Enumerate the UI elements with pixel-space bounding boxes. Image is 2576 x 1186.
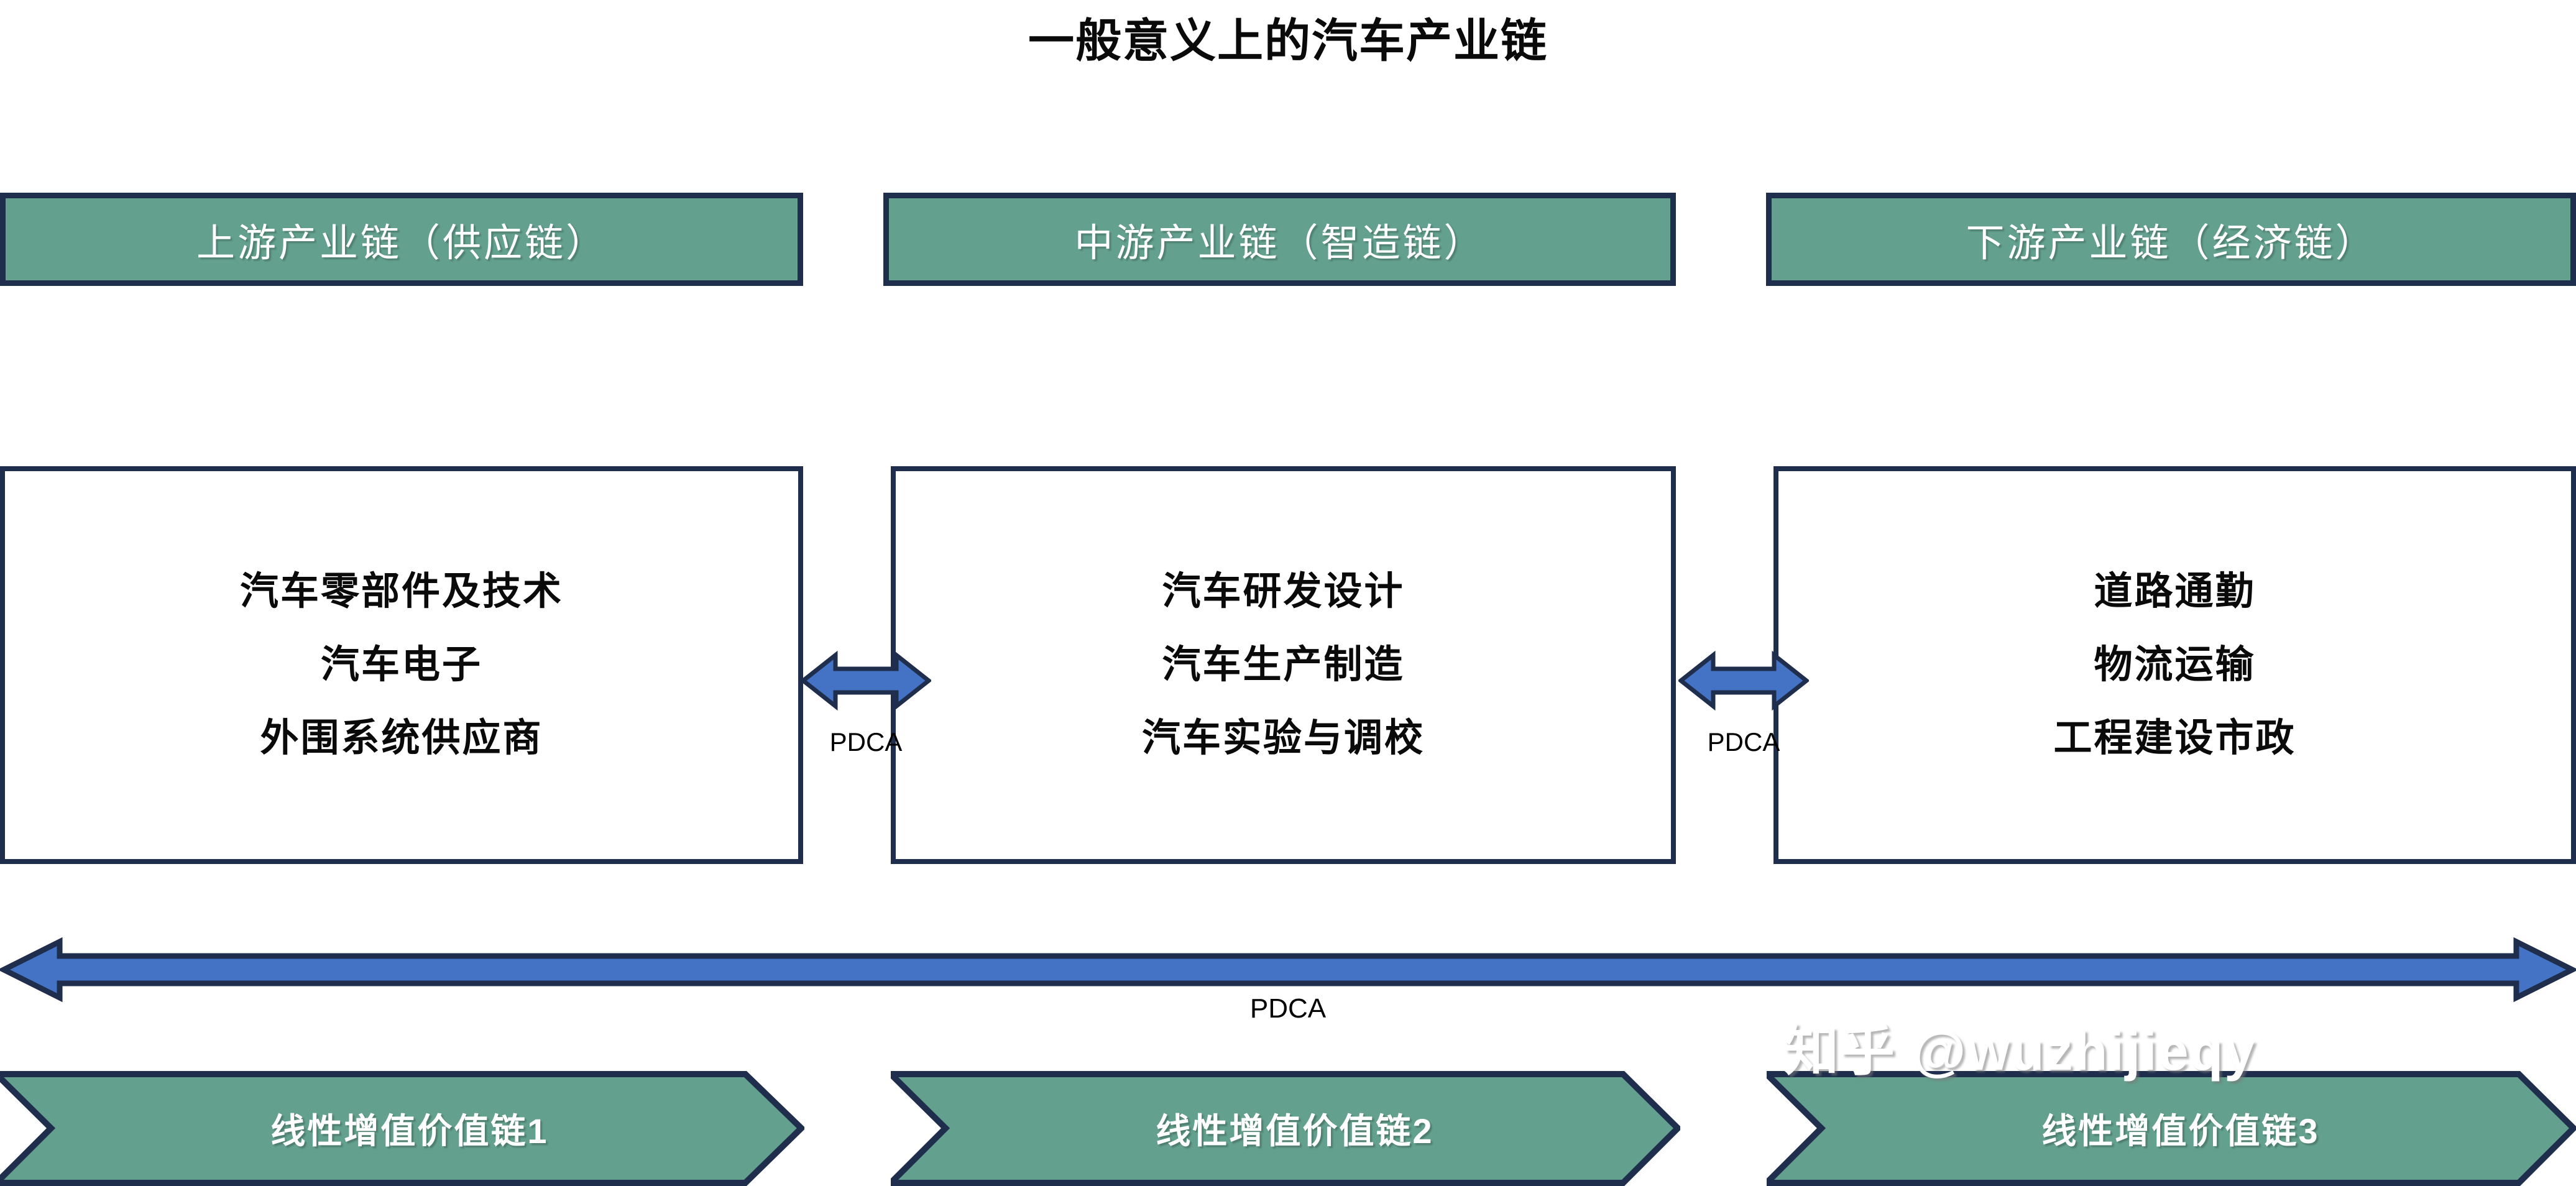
stage-header-label: 中游产业链（智造链） [1074, 222, 1485, 265]
content-line: 汽车实验与调校 [1141, 717, 1425, 760]
chevron-icon [891, 1071, 1680, 1186]
pdca-connector-upstream-midstream: PDCA [801, 634, 931, 783]
page-title: 一般意义上的汽车产业链 [1028, 15, 1548, 67]
content-box-midstream: 汽车研发设计 汽车生产制造 汽车实验与调校 [891, 466, 1676, 864]
content-line: 物流运输 [2094, 643, 2256, 686]
pdca-connector-label: PDCA [829, 727, 903, 756]
value-chain-chevron-label: 线性增值价值链3 [2041, 1111, 2320, 1151]
content-line: 工程建设市政 [2053, 717, 2296, 760]
double-arrow-icon [1678, 650, 1809, 711]
value-chain-chevron-3: 线性增值价值链3 [1767, 1071, 2576, 1186]
content-line: 汽车电子 [320, 643, 482, 686]
full-width-arrow-label: PDCA [1249, 993, 1327, 1024]
content-line: 汽车研发设计 [1162, 570, 1405, 613]
content-box-downstream: 道路通勤 物流运输 工程建设市政 [1773, 466, 2576, 864]
pdca-connector-midstream-downstream: PDCA [1678, 634, 1809, 783]
stage-header-label: 下游产业链（经济链） [1966, 222, 2376, 265]
content-line: 汽车生产制造 [1162, 643, 1405, 686]
double-arrow-icon [0, 937, 2576, 1003]
double-arrow-icon [801, 650, 931, 711]
chevron-icon [1767, 1071, 2576, 1186]
chevron-icon [0, 1071, 804, 1186]
stage-header-downstream: 下游产业链（经济链） [1766, 193, 2576, 286]
value-chain-chevron-label: 线性增值价值链2 [1156, 1111, 1434, 1151]
stage-header-label: 上游产业链（供应链） [196, 222, 607, 265]
value-chain-chevron-label: 线性增值价值链1 [270, 1111, 549, 1151]
content-line: 汽车零部件及技术 [239, 570, 563, 613]
pdca-connector-label: PDCA [1707, 727, 1780, 756]
full-width-double-arrow [0, 935, 2576, 1004]
stage-header-upstream: 上游产业链（供应链） [0, 193, 803, 286]
content-line: 外围系统供应商 [260, 717, 543, 760]
content-box-upstream: 汽车零部件及技术 汽车电子 外围系统供应商 [0, 466, 803, 864]
stage-header-midstream: 中游产业链（智造链） [883, 193, 1676, 286]
content-line: 道路通勤 [2094, 570, 2256, 613]
value-chain-chevron-2: 线性增值价值链2 [891, 1071, 1680, 1186]
value-chain-chevron-1: 线性增值价值链1 [0, 1071, 804, 1186]
